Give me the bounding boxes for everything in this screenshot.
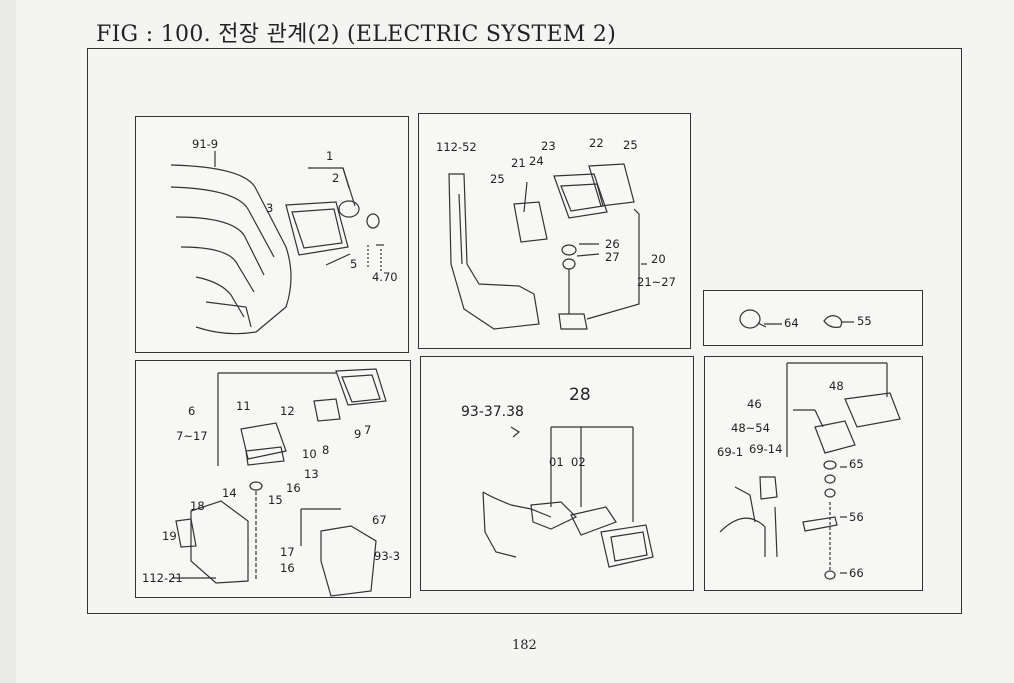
figure-frame [87, 48, 962, 614]
callout-17: 17 [280, 545, 295, 559]
panel-rear-lamp: 46 48 48~54 69-1 69-14 65 56 66 [704, 356, 923, 591]
callout-25-left: 25 [490, 172, 505, 186]
callout-16-bottom: 16 [280, 561, 295, 575]
scan-margin [0, 0, 16, 683]
callout-7-17: 7~17 [176, 429, 208, 443]
headlamp-drawing [170, 151, 384, 335]
callout-93-37-38: 93-37.38 [461, 404, 524, 420]
callout-14: 14 [222, 486, 237, 500]
callout-64: 64 [784, 316, 799, 330]
callout-112-21: 112-21 [142, 571, 183, 585]
callout-24: 24 [529, 154, 544, 168]
callout-13: 13 [304, 467, 319, 481]
callout-01: 01 [549, 455, 564, 469]
panel-headlamp: 91-9 1 2 3 5 4.70 [135, 116, 409, 353]
callout-3: 3 [266, 201, 274, 215]
callout-69-14: 69-14 [749, 442, 783, 456]
callout-16-top: 16 [286, 481, 301, 495]
callout-19: 19 [162, 529, 177, 543]
callout-46: 46 [747, 397, 762, 411]
callout-1: 1 [326, 149, 334, 163]
small-parts-drawing [739, 309, 854, 329]
callout-8: 8 [322, 443, 330, 457]
callout-55: 55 [857, 314, 872, 328]
callout-21-27: 21~27 [637, 275, 676, 289]
callout-02: 02 [571, 455, 586, 469]
callout-20: 20 [651, 252, 666, 266]
callout-91-9: 91-9 [192, 137, 219, 151]
callout-12: 12 [280, 404, 295, 418]
panel-front-lamp: 6 7~17 11 12 10 8 9 7 13 14 16 15 18 19 … [135, 360, 411, 598]
panel-harness: 28 93-37.38 01 02 [420, 356, 694, 591]
callout-26: 26 [605, 237, 620, 251]
panel-small-parts: 64 55 [703, 290, 923, 346]
callout-4-70: 4.70 [372, 270, 398, 284]
callout-48-54: 48~54 [731, 421, 770, 435]
callout-6: 6 [188, 404, 196, 418]
callout-22: 22 [589, 136, 604, 150]
page-number: 182 [512, 638, 537, 653]
callout-5: 5 [350, 257, 358, 271]
callout-25-top: 25 [623, 138, 638, 152]
callout-27: 27 [605, 250, 620, 264]
callout-2: 2 [332, 171, 340, 185]
callout-56: 56 [849, 510, 864, 524]
callout-21: 21 [511, 156, 526, 170]
callout-112-52: 112-52 [436, 140, 477, 154]
callout-18: 18 [190, 499, 205, 513]
callout-10: 10 [302, 447, 317, 461]
callout-28: 28 [569, 385, 591, 405]
harness-drawing [482, 426, 654, 568]
callout-7: 7 [364, 423, 372, 437]
callout-9: 9 [354, 427, 362, 441]
callout-11: 11 [236, 399, 251, 413]
callout-23: 23 [541, 139, 556, 153]
callout-93-3: 93-3 [374, 549, 401, 563]
callout-65: 65 [849, 457, 864, 471]
page-title: FIG : 100. 전장 관계(2) (ELECTRIC SYSTEM 2) [96, 22, 617, 47]
callout-15: 15 [268, 493, 283, 507]
callout-66: 66 [849, 566, 864, 580]
side-lamp-drawing [448, 163, 647, 330]
callout-67: 67 [372, 513, 387, 527]
callout-48: 48 [829, 379, 844, 393]
callout-69-1: 69-1 [717, 445, 744, 459]
front-lamp-drawing [172, 368, 387, 597]
panel-side-lamp: 112-52 23 22 25 21 24 25 26 27 20 21~27 [418, 113, 691, 349]
rear-lamp-drawing [719, 362, 901, 580]
